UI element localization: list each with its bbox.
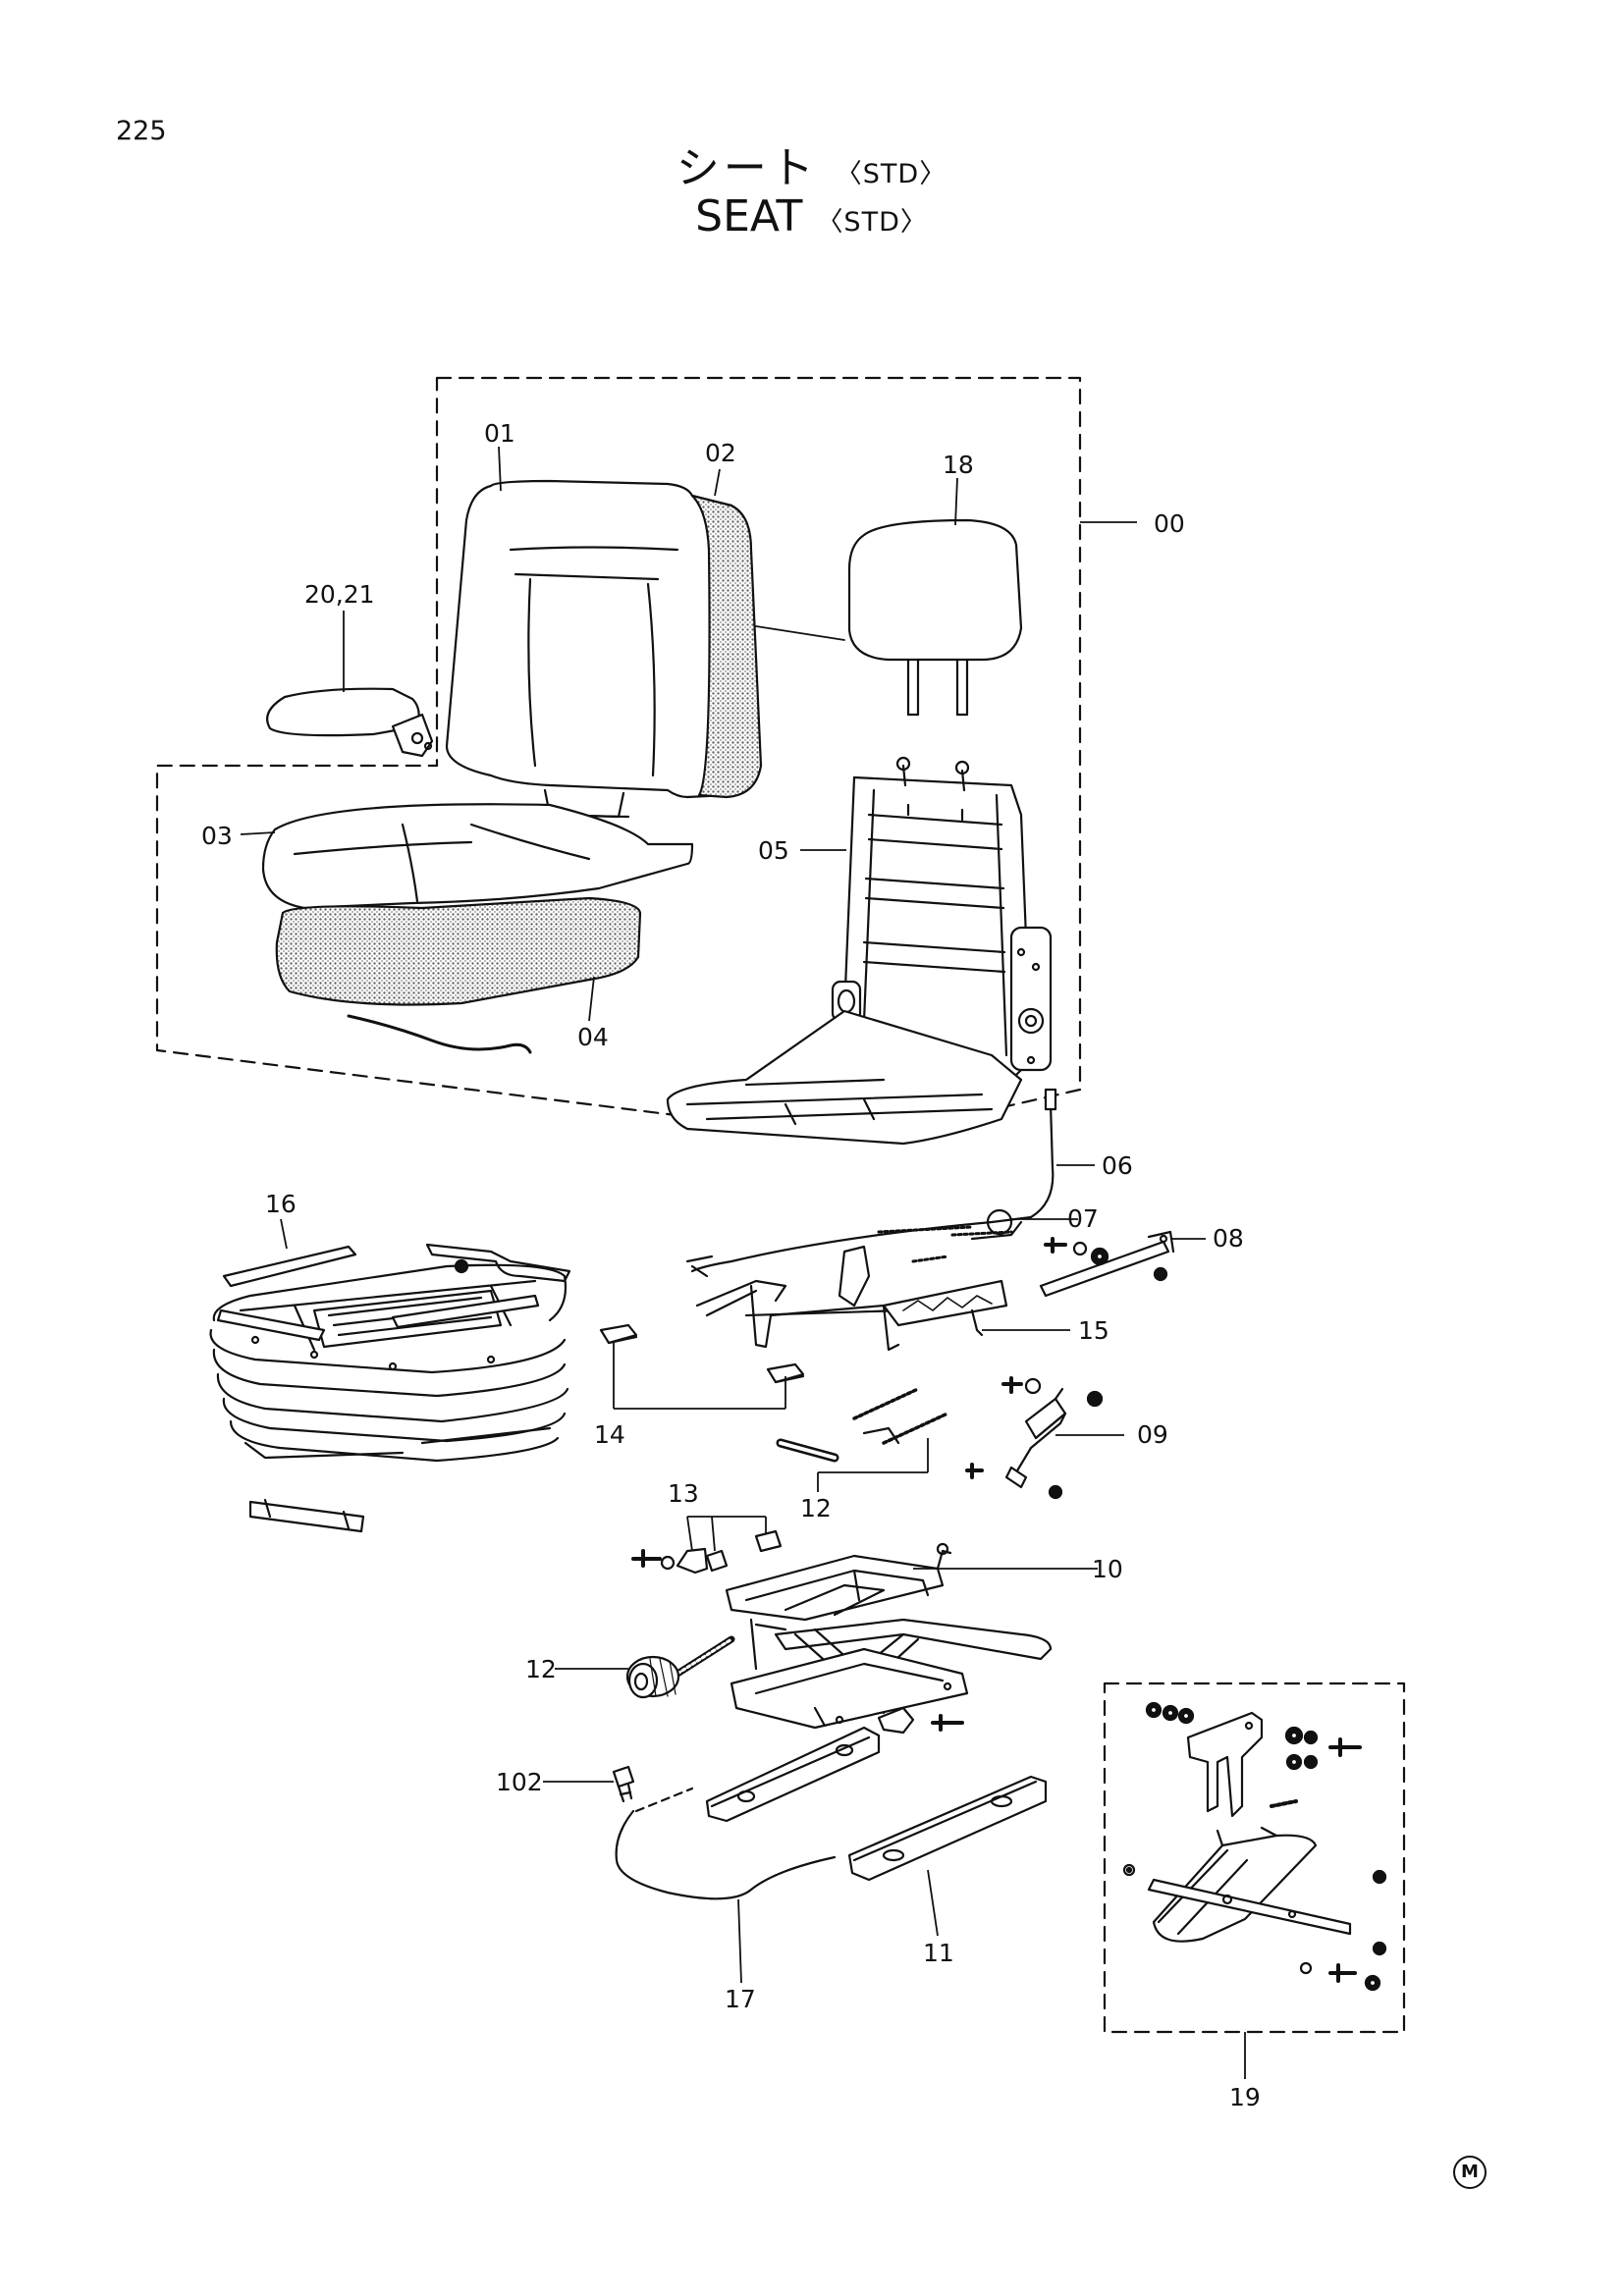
lower-bolts — [877, 1706, 964, 1735]
callout-15: 15 — [1078, 1316, 1109, 1345]
seat-cushion — [261, 803, 694, 910]
callout-09: 09 — [1137, 1420, 1168, 1449]
callout-07: 07 — [1067, 1204, 1099, 1233]
seat-frame — [666, 756, 1053, 1146]
callout-102: 102 — [496, 1768, 543, 1796]
clips — [599, 1323, 805, 1384]
cable-assembly — [690, 1088, 1057, 1273]
title-english: SEAT 〈STD〉 — [0, 191, 1623, 241]
slide-rails — [705, 1726, 1048, 1882]
subassembly-boundary — [1103, 1682, 1406, 2034]
seat-assembly-boundary — [155, 376, 1082, 1141]
slide-guide — [685, 1245, 1008, 1352]
manufacturer-mark: M — [1453, 2156, 1487, 2189]
title-jp-variant: 〈STD〉 — [835, 159, 947, 189]
suspension-bellows — [209, 1243, 571, 1533]
callout-16: 16 — [265, 1190, 297, 1218]
screw-102 — [612, 1765, 635, 1803]
callout-06: 06 — [1102, 1151, 1133, 1180]
tension-springs — [877, 1220, 1023, 1263]
title-japanese: シート 〈STD〉 — [0, 133, 1623, 195]
wire-17 — [615, 1787, 837, 1900]
title-en-variant: 〈STD〉 — [816, 207, 928, 238]
backrest — [445, 479, 758, 799]
armrest — [266, 687, 434, 758]
brackets — [631, 1529, 783, 1575]
callout-03: 03 — [201, 822, 233, 850]
shock-absorber — [965, 1376, 1104, 1500]
callout-11: 11 — [923, 1939, 954, 1967]
callout-17: 17 — [725, 1985, 756, 2013]
springs-upper — [776, 1387, 949, 1463]
bolts-08 — [1044, 1237, 1109, 1266]
callout-12-lower: 12 — [525, 1655, 557, 1683]
callout-14: 14 — [594, 1420, 625, 1449]
cushion-base — [275, 896, 642, 1006]
callout-13: 13 — [668, 1479, 699, 1508]
page-number: 225 — [116, 116, 167, 146]
scissor-mechanism — [725, 1542, 1053, 1730]
height-knob — [625, 1635, 735, 1699]
title-en-text: SEAT — [695, 191, 803, 241]
callout-12-upper: 12 — [800, 1494, 832, 1522]
callout-01: 01 — [484, 419, 515, 448]
headrest — [755, 518, 1023, 717]
title-jp-text: シート — [676, 143, 818, 193]
callout-08: 08 — [1213, 1224, 1244, 1253]
callout-20-21: 20,21 — [304, 580, 375, 609]
callout-00: 00 — [1154, 509, 1185, 538]
callout-02: 02 — [705, 439, 736, 467]
adjust-lever — [1039, 1230, 1175, 1298]
subassembly-parts — [1122, 1701, 1387, 1992]
callout-10: 10 — [1092, 1555, 1123, 1583]
callout-05: 05 — [758, 836, 789, 865]
back-cover — [690, 494, 763, 799]
callout-18: 18 — [943, 451, 974, 479]
callout-19: 19 — [1229, 2083, 1261, 2111]
callout-04: 04 — [577, 1023, 609, 1051]
